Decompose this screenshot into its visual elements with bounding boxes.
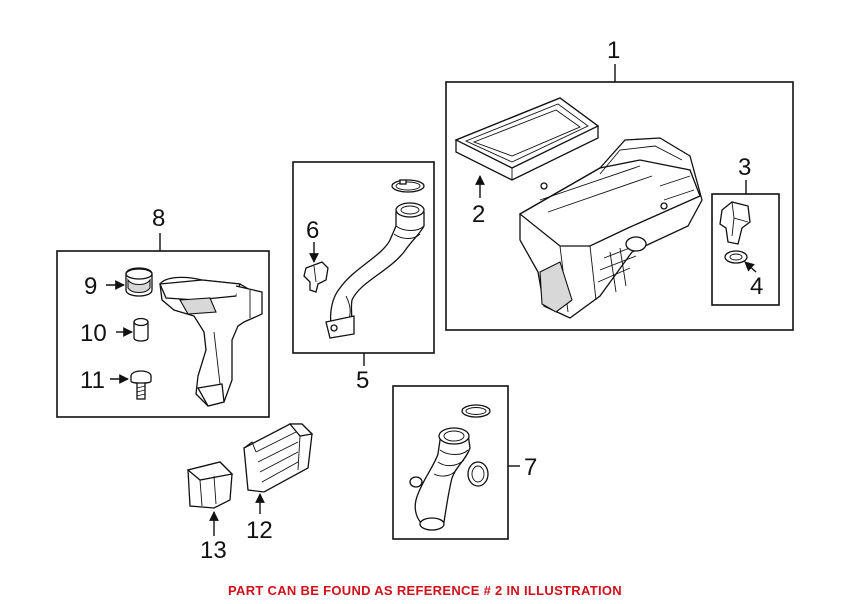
callout-6[interactable]: 6	[306, 217, 319, 244]
hose-clamp-upper[interactable]	[461, 404, 491, 418]
bushing[interactable]	[133, 317, 149, 342]
mass-air-flow-sensor[interactable]	[719, 201, 751, 245]
bolt[interactable]	[130, 370, 152, 400]
duct-end-cap[interactable]	[186, 461, 234, 509]
intake-air-temp-sensor[interactable]	[303, 261, 329, 293]
callout-8[interactable]: 8	[152, 205, 165, 232]
callout-13[interactable]: 13	[200, 537, 227, 564]
grommet[interactable]	[125, 267, 153, 297]
group-8-box	[56, 233, 270, 418]
group-3-box	[711, 180, 780, 306]
group-7-box	[392, 385, 520, 540]
sensor-gasket[interactable]	[724, 250, 748, 264]
callout-3[interactable]: 3	[738, 154, 751, 181]
group-1-box	[445, 64, 794, 331]
callout-2[interactable]: 2	[472, 201, 485, 228]
callout-1[interactable]: 1	[607, 37, 620, 64]
air-cleaner-housing[interactable]	[518, 137, 703, 319]
callout-11[interactable]: 11	[80, 367, 105, 394]
duct-extension[interactable]	[243, 423, 314, 493]
callout-7[interactable]: 7	[524, 454, 537, 481]
callout-9[interactable]: 9	[84, 273, 97, 300]
hose-clamp-lower[interactable]	[467, 461, 489, 487]
intake-hose[interactable]	[409, 427, 471, 531]
callout-5[interactable]: 5	[356, 367, 369, 394]
reference-note: PART CAN BE FOUND AS REFERENCE # 2 IN IL…	[228, 583, 622, 598]
callout-10[interactable]: 10	[80, 320, 107, 347]
callout-12[interactable]: 12	[246, 517, 273, 544]
outlet-clamp[interactable]	[391, 179, 425, 193]
group-5-box	[292, 161, 435, 366]
air-filter-element[interactable]	[454, 97, 600, 181]
outlet-duct[interactable]	[325, 202, 425, 339]
callout-4[interactable]: 4	[750, 273, 763, 300]
inlet-duct[interactable]	[159, 276, 263, 407]
